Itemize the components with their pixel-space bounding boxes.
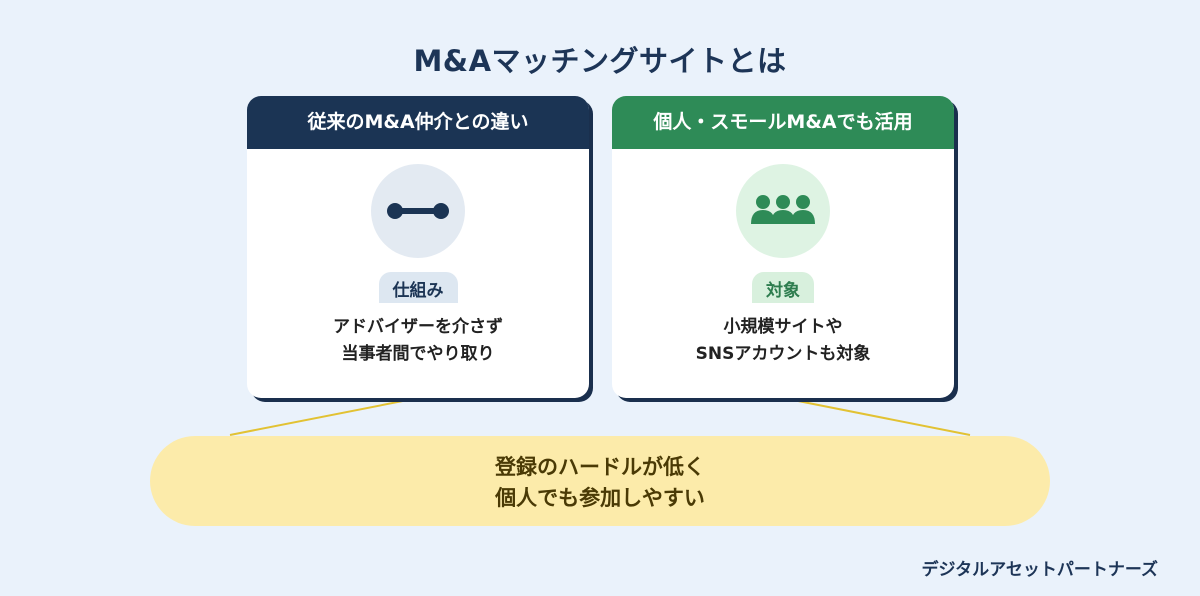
group-icon [736,164,830,258]
card-header: 従来のM&A仲介との違い [247,96,589,149]
card-target: 個人・スモールM&Aでも活用 対象 小規模サイトや SNSアカウントも対象 [612,96,954,398]
card-header: 個人・スモールM&Aでも活用 [612,96,954,149]
badge-label: 対象 [752,272,814,303]
connector-line-right [782,397,971,436]
card-description: 小規模サイトや SNSアカウントも対象 [612,314,954,368]
summary-line: 個人でも参加しやすい [495,486,705,510]
connector-line-left [229,397,419,436]
summary-pill: 登録のハードルが低く 個人でも参加しやすい [150,436,1050,526]
badge-label: 仕組み [378,272,458,303]
desc-line: 小規模サイトや [723,317,843,337]
badge: 対象 [612,272,954,303]
desc-line: アドバイザーを介さず [333,317,503,337]
desc-line: 当事者間でやり取り [341,344,495,364]
card-difference: 従来のM&A仲介との違い 仕組み アドバイザーを介さず 当事者間でやり取り [247,96,589,398]
desc-line: SNSアカウントも対象 [695,344,871,364]
brand-credit: デジタルアセットパートナーズ [921,560,1158,580]
page-title: M&Aマッチングサイトとは [413,44,787,78]
card-description: アドバイザーを介さず 当事者間でやり取り [247,314,589,368]
summary-line: 登録のハードルが低く [495,455,705,479]
connection-icon [371,164,465,258]
badge: 仕組み [247,272,589,303]
